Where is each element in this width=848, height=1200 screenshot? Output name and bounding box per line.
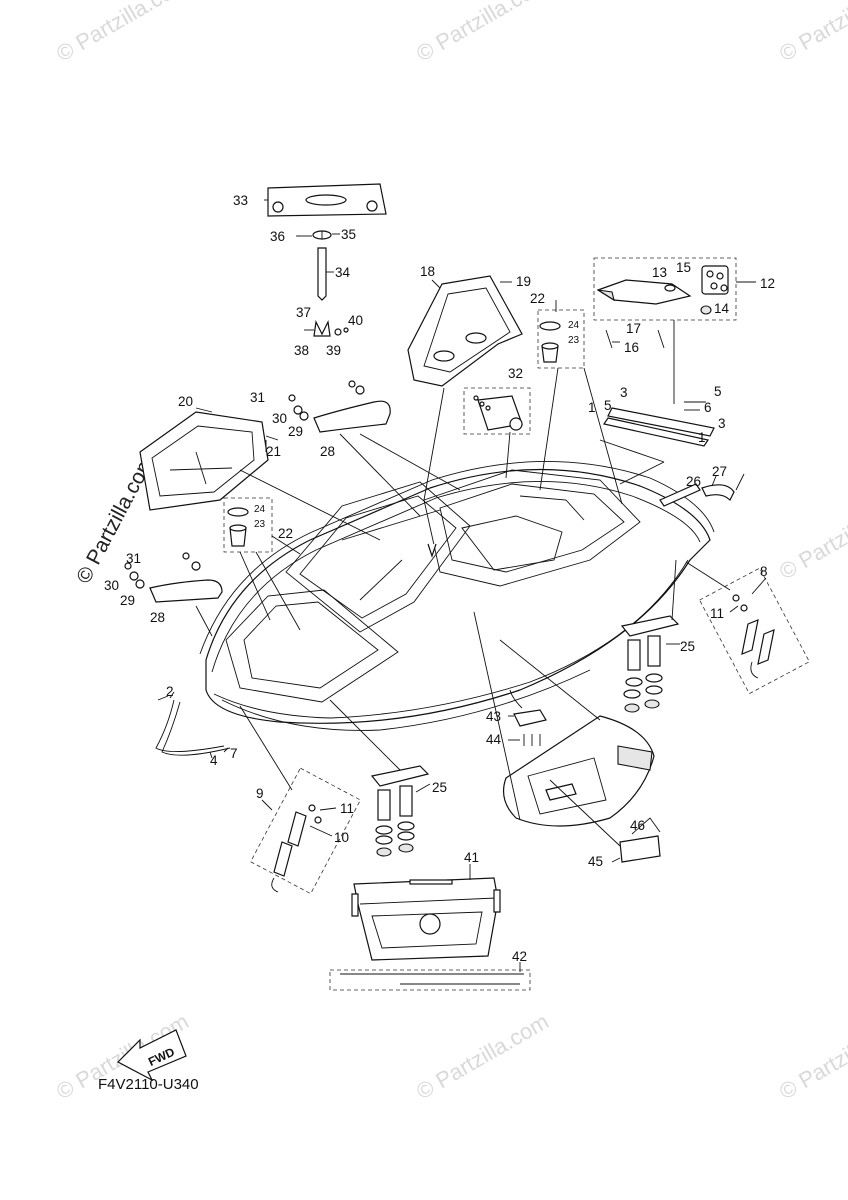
part-12-assembly (593, 257, 737, 349)
callout-9: 9 (256, 786, 264, 801)
callout-1-a: 1 (588, 400, 596, 415)
callout-1-b: 1 (698, 430, 706, 445)
callout-20: 20 (178, 394, 193, 409)
callout-33: 33 (233, 193, 248, 208)
callout-40: 40 (348, 313, 363, 328)
part-25-cleat-right (620, 615, 680, 713)
callouts: 33 36 35 34 37 40 38 39 18 19 22 24 23 3… (104, 193, 775, 964)
part-18-backrest (407, 275, 523, 387)
callout-7: 7 (230, 746, 238, 761)
callout-39: 39 (326, 343, 341, 358)
callout-46: 46 (630, 818, 645, 833)
watermark: © Partzilla.com (775, 489, 848, 585)
part-20-glovebox (139, 411, 279, 511)
part-32-speaker (463, 387, 531, 435)
callout-30-top: 30 (272, 411, 287, 426)
callout-41: 41 (464, 850, 479, 865)
callout-28-left: 28 (150, 610, 165, 625)
leader-lines (169, 199, 767, 972)
callout-17: 17 (626, 321, 641, 336)
callout-35: 35 (341, 227, 356, 242)
callout-24-left: 24 (254, 504, 266, 515)
diagram-code: F4V2110-U340 (98, 1076, 199, 1093)
part-41-cooler (351, 877, 501, 961)
callout-21: 21 (266, 444, 281, 459)
watermark: © Partzilla.com (775, 1009, 848, 1105)
callout-3-b: 3 (718, 416, 726, 431)
callout-2: 2 (166, 684, 174, 699)
callout-28-top: 28 (320, 444, 335, 459)
callout-22-left: 22 (278, 526, 293, 541)
callout-5-b: 5 (604, 398, 612, 413)
callout-38: 38 (294, 343, 309, 358)
part-37-bracket (313, 320, 331, 337)
watermark: © Partzilla.com (412, 0, 553, 66)
callout-12: 12 (760, 276, 775, 291)
callout-14: 14 (714, 301, 730, 316)
inset-panel (503, 715, 655, 827)
callout-8: 8 (760, 564, 768, 579)
part-38-40-hardware (304, 327, 349, 336)
callout-34: 34 (335, 265, 351, 280)
callout-36: 36 (270, 229, 285, 244)
fwd-arrow-icon: FWD (117, 1029, 187, 1082)
callout-5-a: 5 (714, 384, 722, 399)
part-28-handle-top (288, 380, 391, 433)
watermark: © Partzilla.com (775, 0, 848, 66)
part-34-pole (317, 247, 327, 301)
callout-30-left: 30 (104, 578, 119, 593)
callout-44: 44 (486, 732, 502, 747)
callout-23-top: 23 (568, 335, 580, 346)
part-8-hook-right (699, 567, 810, 695)
callout-24-top: 24 (568, 320, 580, 331)
part-26-27-tow (659, 483, 735, 507)
part-2-4-7-cables (155, 695, 231, 756)
callout-11-right: 11 (710, 606, 724, 621)
callout-37: 37 (296, 305, 311, 320)
watermark: © Partzilla.com (412, 1009, 553, 1105)
callout-23-left: 23 (254, 519, 266, 530)
callout-18: 18 (420, 264, 435, 279)
part-42-rod (329, 969, 531, 991)
callout-25-right: 25 (680, 639, 695, 654)
callout-43: 43 (486, 709, 501, 724)
callout-29-left: 29 (120, 593, 135, 608)
callout-13: 13 (652, 265, 667, 280)
callout-29-top: 29 (288, 424, 303, 439)
callout-19: 19 (516, 274, 531, 289)
callout-22-top: 22 (530, 291, 545, 306)
callout-4: 4 (210, 753, 218, 768)
callout-42: 42 (512, 949, 527, 964)
callout-27: 27 (712, 464, 727, 479)
callout-32: 32 (508, 366, 523, 381)
watermark: © Partzilla.com (52, 0, 193, 66)
part-22-cupholder-left (223, 497, 273, 553)
callout-25-left: 25 (432, 780, 447, 795)
part-25-cleat-left (370, 765, 430, 857)
callout-6: 6 (704, 400, 712, 415)
callout-15: 15 (676, 260, 691, 275)
part-28-handle-left (124, 552, 223, 603)
part-45-46-pocket (619, 817, 661, 863)
part-35-mount (312, 230, 332, 240)
part-43-44-fitting (509, 689, 547, 746)
callout-31-left: 31 (126, 551, 141, 566)
callout-10: 10 (334, 830, 349, 845)
callout-16: 16 (624, 340, 639, 355)
part-33-table-top (267, 183, 387, 217)
boat-hull (199, 461, 715, 731)
callout-31-top: 31 (250, 390, 265, 405)
part-9-hook-left (250, 767, 361, 895)
callout-45: 45 (588, 854, 603, 869)
callout-3-a: 3 (620, 385, 628, 400)
part-1-rail (603, 401, 715, 447)
callout-11-left: 11 (340, 801, 354, 816)
part-22-cupholder-top (537, 309, 585, 369)
callout-26: 26 (686, 474, 701, 489)
